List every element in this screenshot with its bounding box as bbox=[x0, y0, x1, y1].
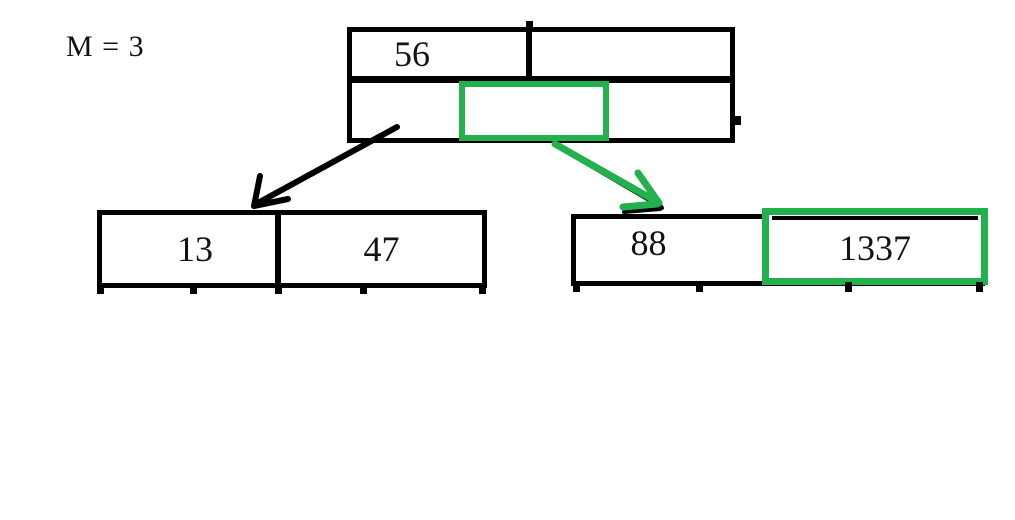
green-arrow bbox=[551, 140, 663, 211]
left-leaf-pointer-stub bbox=[97, 284, 104, 294]
left-leaf-key-cell-1: 47 bbox=[281, 213, 482, 285]
left-leaf-node bbox=[97, 210, 487, 288]
right-leaf-pointer-stub bbox=[845, 282, 852, 292]
right-leaf-key-cell-1: 1337 bbox=[772, 218, 978, 278]
left-leaf-pointer-stub bbox=[479, 284, 486, 294]
right-leaf-key-1: 1337 bbox=[839, 228, 911, 268]
root-right-nub bbox=[733, 116, 741, 125]
left-leaf-pointer-stub bbox=[275, 284, 282, 294]
left-leaf-pointer-stub bbox=[190, 284, 197, 294]
right-leaf-key-cell-0: 88 bbox=[576, 214, 721, 272]
right-leaf-highlighted-cell bbox=[762, 208, 988, 285]
right-leaf-key-0: 88 bbox=[630, 223, 667, 263]
order-label: M = 3 bbox=[66, 30, 145, 63]
right-leaf-inner-top-edge bbox=[772, 216, 978, 220]
right-leaf-pointer-stub bbox=[976, 282, 983, 292]
left-leaf-divider bbox=[275, 210, 281, 288]
left-leaf-key-0: 13 bbox=[177, 229, 213, 269]
green-arrow-shadow bbox=[558, 146, 664, 214]
right-leaf-pointer-stub bbox=[696, 282, 703, 292]
root-keys-divider bbox=[526, 27, 532, 81]
root-highlighted-pointer-cell bbox=[459, 81, 609, 141]
left-leaf-pointer-stub bbox=[360, 284, 367, 294]
root-top-nub bbox=[526, 21, 533, 28]
root-key-value-0: 56 bbox=[394, 34, 430, 74]
left-leaf-key-1: 47 bbox=[363, 229, 400, 269]
left-leaf-key-cell-0: 13 bbox=[110, 213, 280, 285]
right-leaf-pointer-stub bbox=[573, 282, 580, 292]
root-key-cell-0: 56 bbox=[352, 30, 472, 78]
